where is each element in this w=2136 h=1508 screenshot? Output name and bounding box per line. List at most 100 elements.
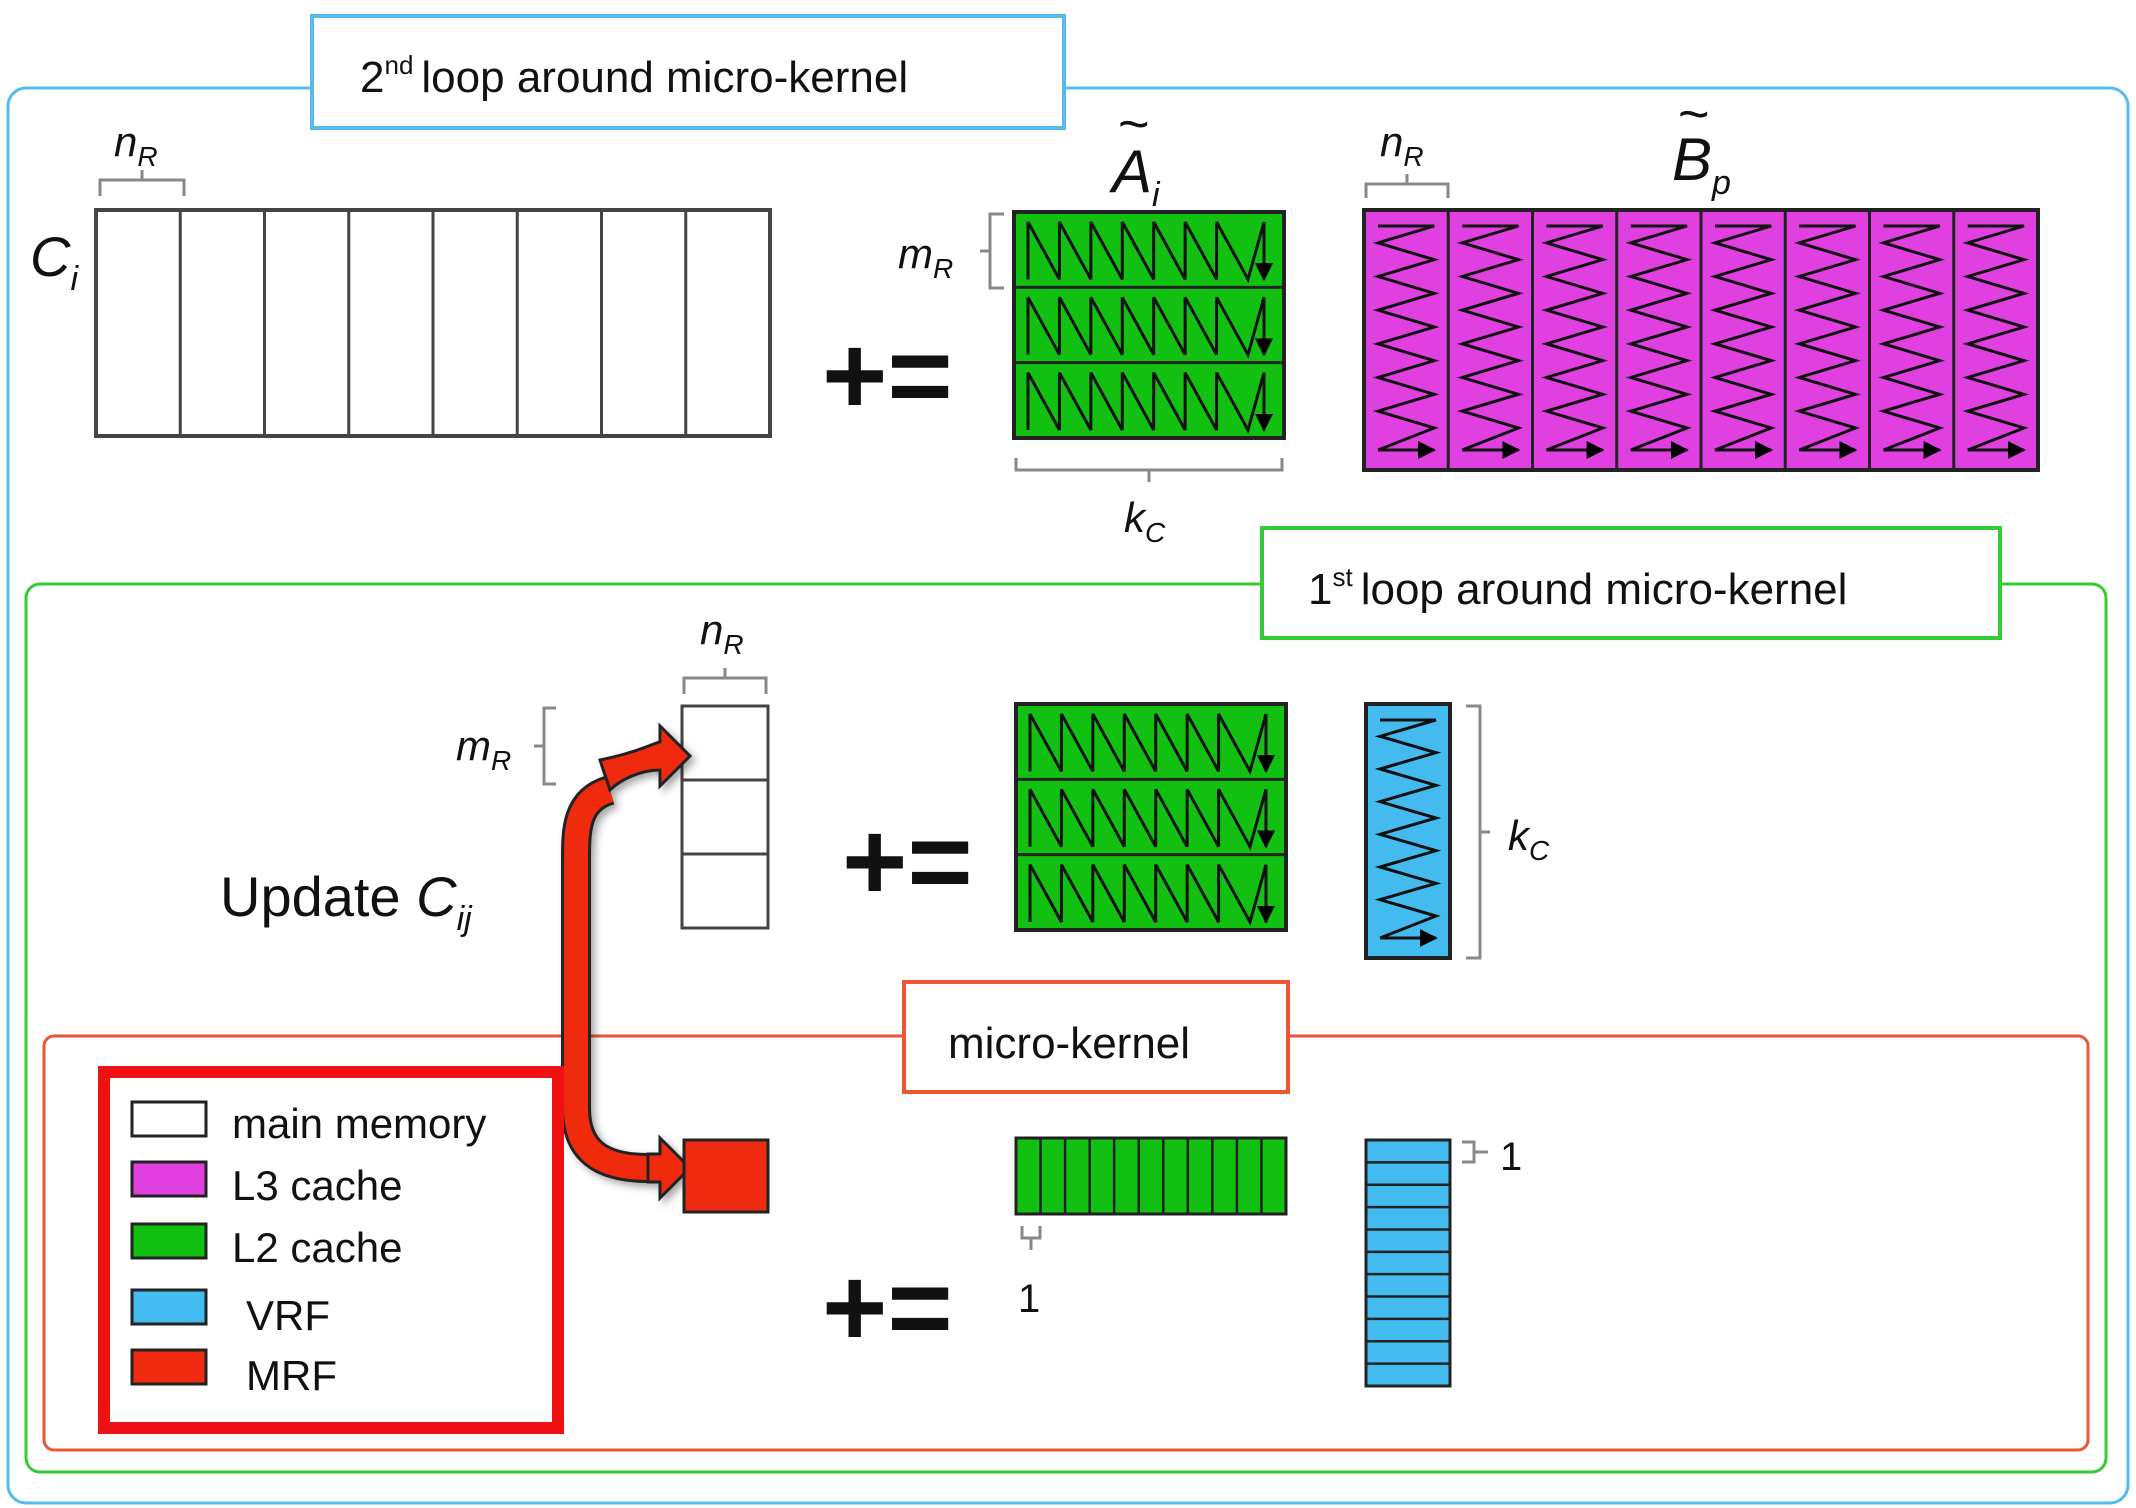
mrf-block [682, 1138, 770, 1214]
a-row-zigzag [1026, 296, 1266, 359]
nr-brace-b [1364, 174, 1450, 198]
nr-label-top: nR [114, 118, 158, 172]
c-ij-cells [682, 778, 768, 856]
nr-brace-top [98, 170, 186, 196]
a-i-rows [1014, 221, 1284, 434]
b-p-letter: B [1672, 126, 1712, 193]
legend-item-l3-cache: L3 cache [130, 1160, 402, 1209]
a-row-zigzag [1026, 371, 1266, 434]
c-i-matrix [94, 208, 772, 438]
nr-brace-mid [682, 668, 768, 694]
blue-swatch-icon [130, 1288, 208, 1326]
first-loop-num: 1 [1308, 565, 1332, 614]
one-label-b: 1 [1500, 1135, 1522, 1179]
a-row-zigzag [1028, 713, 1268, 776]
b-p-subscript: p [1711, 164, 1731, 202]
first-loop-title: 1st loop around micro-kernel [1260, 526, 2002, 640]
a-i-letter: A [1109, 138, 1152, 205]
nr-b-n: n [1380, 118, 1403, 165]
first-loop-text: loop around micro-kernel [1361, 565, 1848, 614]
mr-label-mid: mR [456, 722, 511, 776]
c-ij-block [680, 704, 770, 930]
first-loop-sup: st [1332, 562, 1353, 592]
legend-label-mrf: MRF [246, 1352, 337, 1399]
kc-brace-top [1014, 458, 1284, 482]
update-text: Update [220, 865, 416, 928]
b-p-column-zigzag [1372, 224, 1440, 452]
kc-label-top: kC [1124, 494, 1166, 548]
b-j-column-zigzag [1374, 718, 1442, 940]
c-i-dividers [178, 210, 688, 436]
b-j-panel [1364, 702, 1452, 960]
b-p-tilde: ~ [1678, 84, 1710, 144]
mr-label-top: mR [898, 230, 953, 284]
mrf-transfer-arrow [561, 722, 693, 1202]
a-row-zigzag [1028, 863, 1268, 926]
second-loop-frame [6, 86, 2130, 1505]
second-loop-text: loop around micro-kernel [421, 53, 908, 102]
b-p-panel [1362, 208, 2040, 472]
a-i-panel-mid [1014, 702, 1288, 932]
micro-kernel-text: micro-kernel [948, 1019, 1190, 1068]
c-i-letter: C [30, 225, 71, 288]
legend-item-mrf: MRF [130, 1348, 337, 1399]
kc-top-sub: C [1145, 517, 1166, 548]
legend-item-l2-cache: L2 cache [130, 1222, 402, 1271]
micro-kernel-title: micro-kernel [902, 980, 1290, 1094]
second-loop-sup: nd [384, 50, 413, 80]
plus-equals-mid: += [842, 799, 973, 924]
plus-equals-bottom: += [822, 1245, 953, 1370]
nr-mid-n: n [700, 606, 723, 653]
legend-label-l2-cache: L2 cache [232, 1224, 402, 1271]
green-swatch-icon [130, 1222, 208, 1260]
b-p-column-zigzag [1794, 224, 1861, 452]
kc-label-mid: kC [1508, 812, 1550, 866]
a-row-zigzag [1026, 221, 1266, 284]
update-c: C [416, 865, 457, 928]
a-column-strip-cells [1039, 1138, 1263, 1214]
c-i-subscript: i [70, 260, 79, 298]
kc-top-k: k [1124, 494, 1147, 541]
a-i-subscript: i [1152, 176, 1161, 214]
legend-item-main-memory: main memory [130, 1100, 486, 1147]
b-row-strip [1364, 1138, 1452, 1388]
second-loop-num: 2 [360, 53, 384, 102]
kc-mid-k: k [1508, 812, 1531, 859]
b-p-column-zigzag [1457, 224, 1524, 452]
legend-label-main-memory: main memory [232, 1100, 486, 1147]
mr-top-sub: R [933, 253, 953, 284]
first-loop-frame [24, 582, 2108, 1474]
mr-top-m: m [898, 230, 933, 277]
b-p-column-zigzag [1962, 224, 2030, 452]
nr-top-sub: R [137, 141, 157, 172]
a-column-strip [1014, 1136, 1288, 1216]
legend-item-vrf: VRF [130, 1288, 330, 1339]
one-brace-b [1462, 1140, 1488, 1164]
magenta-swatch-icon [130, 1160, 208, 1198]
b-p-columns [1372, 210, 2030, 470]
a-i-tilde: ~ [1118, 94, 1150, 154]
red-swatch-icon [130, 1348, 208, 1386]
b-j-zigzag [1374, 718, 1442, 947]
b-p-column-zigzag [1709, 224, 1777, 452]
b-row-strip-cells [1366, 1161, 1450, 1365]
mr-brace-top [980, 212, 1004, 290]
legend: main memory L3 cache L2 cache VRF MRF [98, 1066, 564, 1434]
one-label-a: 1 [1018, 1277, 1040, 1321]
mr-brace-mid [534, 706, 556, 786]
b-p-column-zigzag [1625, 224, 1693, 452]
b-p-column-zigzag [1541, 224, 1608, 452]
nr-top-n: n [114, 118, 137, 165]
kc-mid-sub: C [1529, 835, 1550, 866]
c-i-label: Ci [30, 225, 79, 298]
nr-mid-sub: R [723, 629, 743, 660]
update-cij-label: Update Cij [220, 865, 473, 938]
mr-mid-sub: R [491, 745, 511, 776]
legend-label-l3-cache: L3 cache [232, 1162, 402, 1209]
legend-label-vrf: VRF [246, 1292, 330, 1339]
mr-mid-m: m [456, 722, 491, 769]
a-i-panel [1012, 210, 1286, 440]
